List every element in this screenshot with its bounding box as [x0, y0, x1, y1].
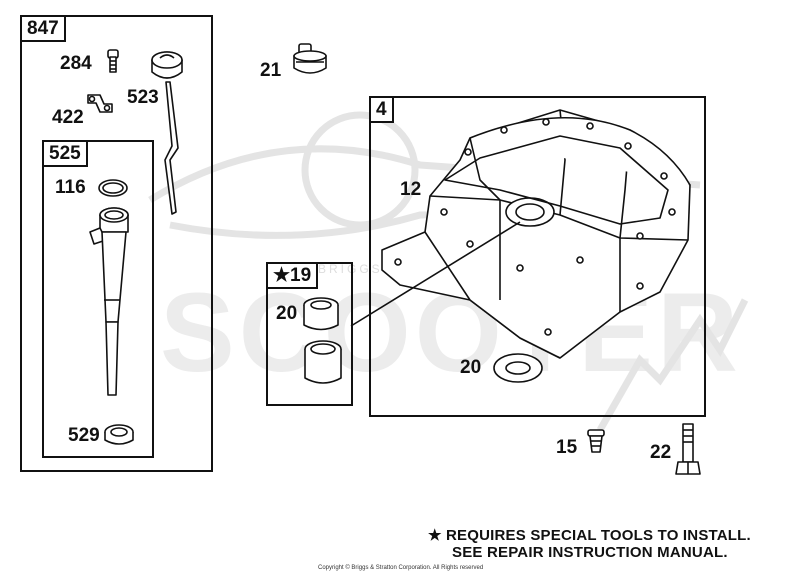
part-label-116: 116: [55, 177, 86, 198]
part-label-523: 523: [127, 87, 159, 108]
part-523-dipstick: [151, 51, 183, 215]
part-label-21: 21: [260, 60, 282, 81]
part-15-drain-plug: [587, 429, 605, 453]
group-4-box: 4: [369, 96, 706, 417]
part-4-sump-cover: [381, 109, 691, 359]
special-tools-note: ★ REQUIRES SPECIAL TOOLS TO INSTALL.: [428, 527, 751, 544]
group-19-box: ★19: [266, 262, 353, 406]
part-422-bracket: [87, 94, 113, 113]
part-21-plug: [293, 43, 327, 74]
part-label-22: 22: [650, 442, 672, 463]
part-label-284: 284: [60, 53, 92, 74]
leader-line-19: [350, 221, 521, 327]
part-label-422: 422: [52, 107, 84, 128]
part-label-12: 12: [400, 179, 422, 200]
group-525-label: 525: [44, 142, 88, 167]
part-22-bolt: [675, 423, 701, 475]
part-529-seal: [104, 424, 134, 445]
part-20-oil-seal: [493, 353, 543, 383]
group-847-box: 847: [20, 15, 213, 472]
part-label-20-bushing: 20: [276, 303, 298, 324]
part-label-20-seal: 20: [460, 357, 482, 378]
group-19-label: ★19: [268, 264, 319, 289]
group-525-box: 525: [42, 140, 154, 458]
part-label-15: 15: [556, 437, 578, 458]
part-284-screw: [107, 49, 119, 73]
part-label-529: 529: [68, 425, 100, 446]
repair-manual-note: SEE REPAIR INSTRUCTION MANUAL.: [452, 544, 728, 561]
group-4-label: 4: [371, 98, 394, 123]
part-116-o-ring: [98, 179, 128, 197]
part-20-bushing-bottom: [304, 340, 342, 384]
part-20-bushing-top: [303, 297, 339, 331]
group-847-label: 847: [22, 17, 66, 42]
part-525-tube: [89, 207, 129, 396]
copyright-text: Copyright © Briggs & Stratton Corporatio…: [318, 565, 484, 571]
